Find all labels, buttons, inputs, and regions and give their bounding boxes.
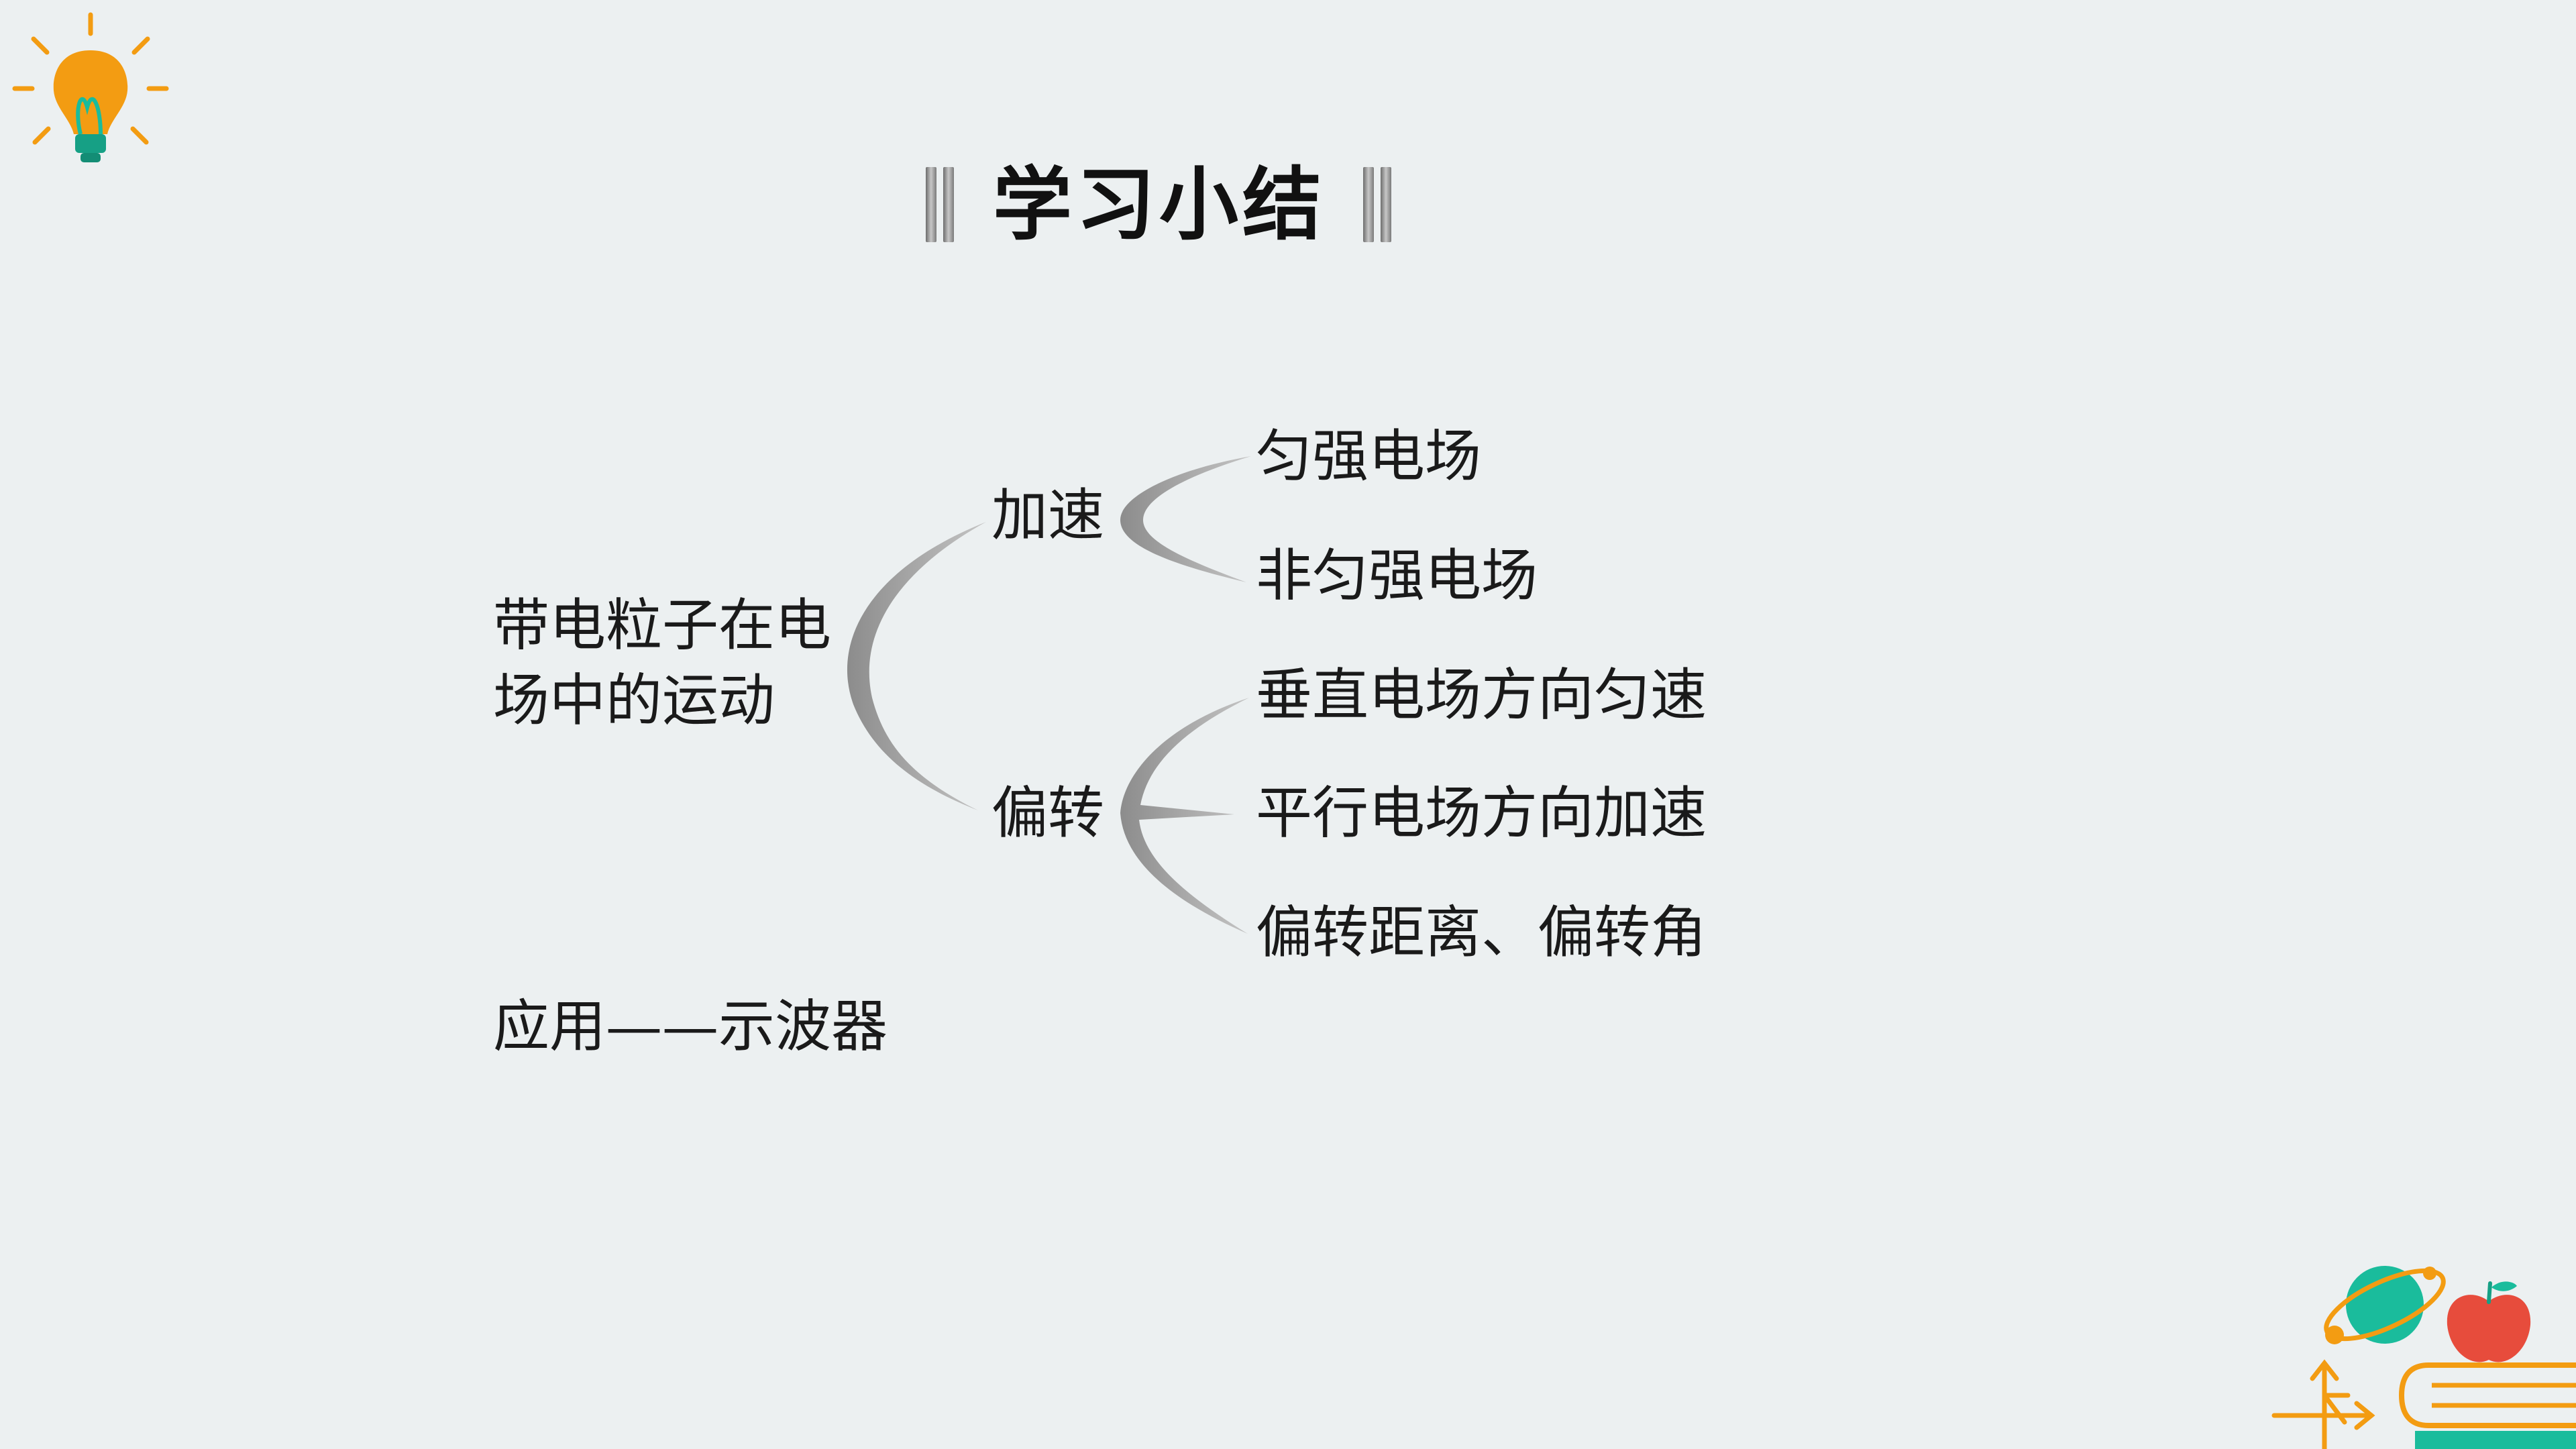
- root-line-2: 场中的运动: [493, 667, 775, 733]
- root-node: 带电粒子在电 场中的运动: [493, 588, 831, 738]
- title-bars-left: [926, 167, 954, 242]
- leaf-perpendicular-uniform: 垂直电场方向匀速: [1256, 662, 1707, 728]
- application-text: 应用——示波器: [493, 994, 888, 1059]
- compass-arrow-icon: [2271, 1359, 2375, 1449]
- root-line-1: 带电粒子在电: [493, 592, 832, 658]
- planet-icon: [2324, 1266, 2446, 1344]
- title-area: 学习小结: [926, 158, 1392, 252]
- branch-deflect: 偏转: [991, 780, 1105, 846]
- books-icon: [2398, 1362, 2576, 1449]
- branch-accelerate: 加速: [991, 482, 1105, 548]
- leaf-nonuniform-field: 非匀强电场: [1256, 543, 1538, 608]
- lightbulb-icon: [12, 12, 169, 162]
- brace-main: [847, 522, 986, 810]
- title-bars-right: [1363, 167, 1392, 242]
- leaf-parallel-accelerate: 平行电场方向加速: [1256, 780, 1707, 846]
- brace-accelerate: [1120, 456, 1251, 582]
- leaf-uniform-field: 匀强电场: [1256, 423, 1482, 489]
- apple-icon: [2447, 1281, 2531, 1362]
- page-title: 学习小结: [993, 158, 1326, 251]
- leaf-deflection-distance-angle: 偏转距离、偏转角: [1256, 900, 1707, 965]
- brace-deflect: [1120, 698, 1249, 934]
